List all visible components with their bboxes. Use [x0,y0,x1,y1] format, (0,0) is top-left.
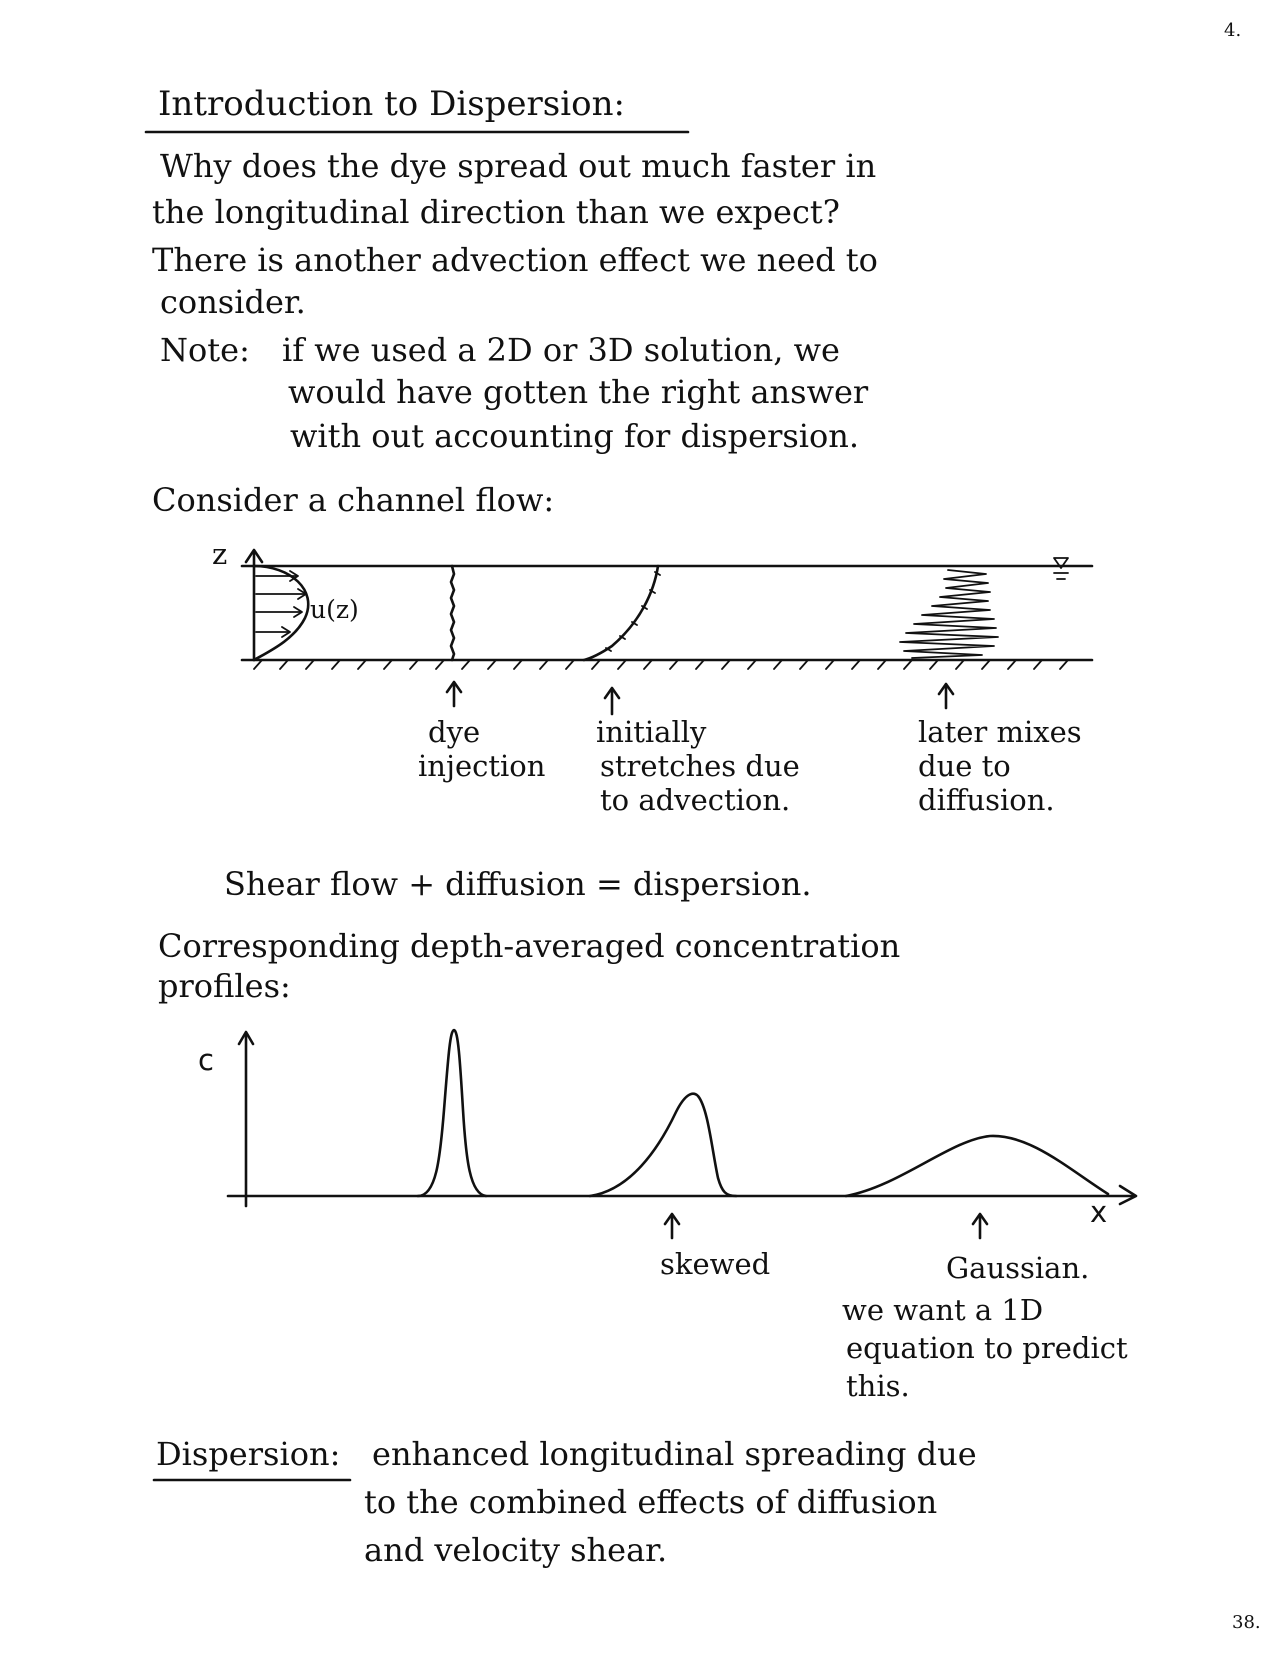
initial-narrow-peak [416,1028,488,1198]
stretched-dye-streak [582,564,660,662]
answer-line-2: consider. [160,283,306,321]
gaussian-label: Gaussian. [946,1251,1090,1285]
definition-line-3: and velocity shear. [364,1531,668,1569]
skewed-label: skewed [660,1247,771,1281]
answer-line-1: There is another advection effect we nee… [152,241,878,279]
definition-term: Dispersion: [156,1435,341,1473]
dye-injection-label-1: dye [428,715,481,749]
dye-injection-streak [449,564,456,662]
velocity-profile-curve [252,564,310,662]
concentration-axis-label: c [198,1043,214,1077]
concentration-profiles-plot [226,1028,1138,1240]
profiles-intro-line-2: profiles: [158,967,291,1005]
note-label: Note: [160,331,250,369]
page-title: Introduction to Dispersion: [158,84,625,124]
stretch-label-3: to advection. [600,783,791,817]
mixing-label-1: later mixes [918,715,1082,749]
dye-injection-label-2: injection [418,749,546,783]
definition-line-2: to the combined effects of diffusion [364,1483,938,1521]
profile-note-line-3: this. [846,1369,910,1403]
bed-hatching [253,659,1069,670]
gaussian-peak [844,1134,1110,1198]
profile-note-line-1: we want a 1D [842,1293,1044,1327]
note-line-3: with out accounting for dispersion. [290,417,860,455]
skewed-peak [588,1092,738,1198]
note-line-1: if we used a 2D or 3D solution, we [282,331,840,369]
mixing-label-3: diffusion. [918,783,1055,817]
velocity-profile-label: u(z) [310,595,359,624]
page-number-bottom: 38. [1232,1612,1261,1633]
water-level-triangle [1053,557,1069,569]
x-axis-arrowhead [1118,1184,1138,1206]
profile-pointer-arrows [663,1212,989,1240]
profiles-intro-line-1: Corresponding depth-averaged concentrati… [158,927,901,965]
mixing-label-2: due to [918,749,1011,783]
channel-flow-diagram [240,548,1094,716]
diffused-dye-cloud [899,569,999,659]
velocity-arrows [255,570,307,638]
x-axis-label: x [1090,1195,1108,1229]
stretch-label-2: stretches due [600,749,800,783]
profile-note-line-2: equation to predict [846,1331,1128,1365]
question-line-1: Why does the dye spread out much faster … [160,147,877,185]
z-axis-arrowhead [244,548,264,564]
note-line-2: would have gotten the right answer [288,373,869,411]
channel-z-label: z [212,537,228,571]
page-number-top: 4. [1224,20,1242,41]
question-line-2: the longitudinal direction than we expec… [152,193,840,231]
consider-text: Consider a channel flow: [152,481,555,519]
stretch-label-1: initially [596,715,707,749]
definition-line-1: enhanced longitudinal spreading due [372,1435,977,1473]
c-axis-arrowhead [237,1030,255,1046]
channel-pointer-arrows [445,680,955,716]
dispersion-equation: Shear flow + diffusion = dispersion. [224,865,812,903]
